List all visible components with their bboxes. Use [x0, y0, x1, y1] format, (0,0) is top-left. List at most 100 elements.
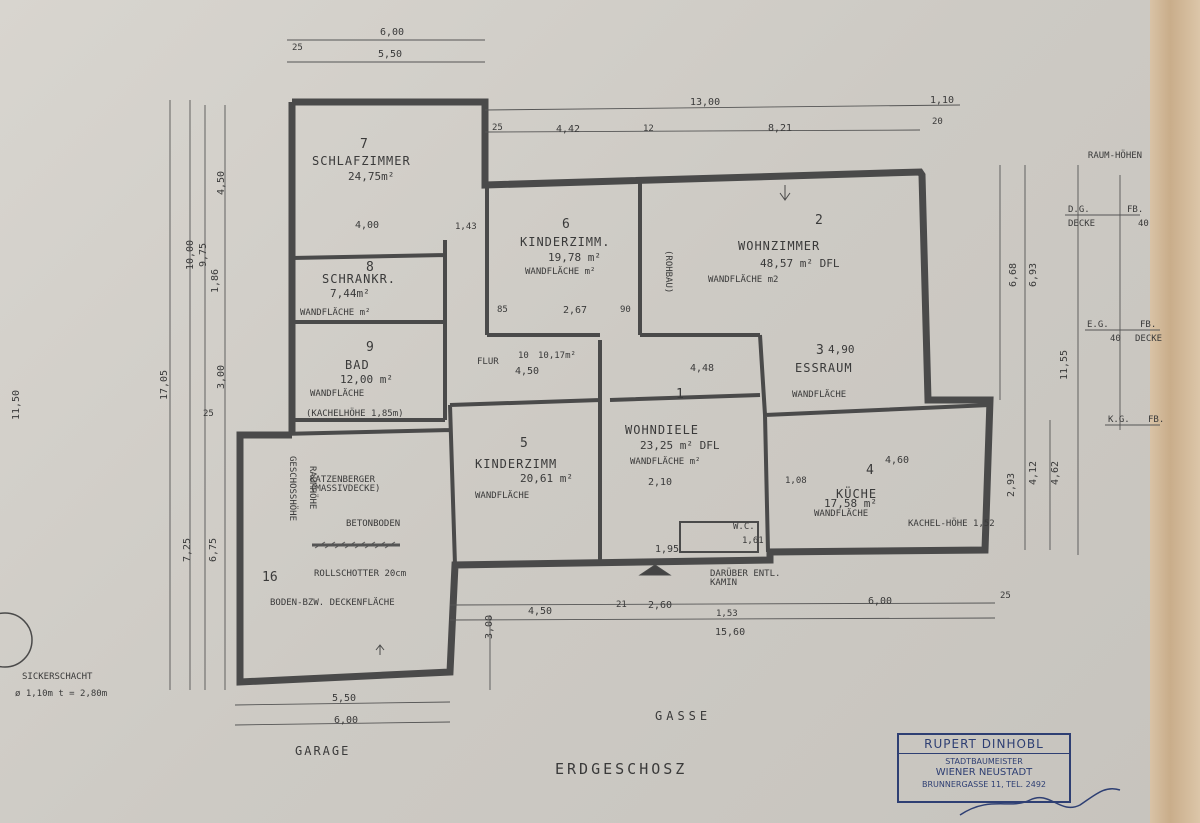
room-6-area: 19,78 m² — [548, 251, 601, 264]
room-7-area: 24,75m² — [348, 170, 395, 183]
room-9-note: WANDFLÄCHE — [310, 389, 365, 399]
room-2-area: 48,57 m² DFL — [760, 257, 840, 270]
room-8-name: SCHRANKR. — [322, 272, 397, 286]
room-3-number: 3 — [816, 343, 824, 358]
legend-kg-fb: FB. — [1148, 415, 1165, 425]
dim-top-12: 12 — [643, 124, 654, 134]
dim-right-693: 6,93 — [1028, 262, 1040, 288]
legend-eg-decke: DECKE — [1135, 334, 1163, 344]
concrete-floor-note: BETONBODEN — [346, 519, 401, 529]
arrow-down-icon — [779, 185, 791, 201]
legend-eg-fb: FB. — [1140, 320, 1157, 330]
floor-ceiling-area-note: BODEN-BZW. DECKENFLÄCHE — [270, 598, 395, 608]
dim-right-1155: 11,55 — [1059, 349, 1071, 381]
dim-top-20: 20 — [932, 117, 943, 127]
room-6-note: WANDFLÄCHE m² — [525, 267, 596, 277]
dim-left-725: 7,25 — [182, 537, 194, 563]
dim-right-462: 4,62 — [1050, 460, 1062, 486]
interior-walls — [239, 182, 991, 566]
dim-left-1150: 11,50 — [11, 389, 23, 421]
kitchen-tile-height: KACHEL-HÖHE 1,52 — [908, 519, 995, 529]
dim-right-412: 4,12 — [1028, 460, 1040, 486]
room-5-note: WANDFLÄCHE — [475, 491, 530, 501]
room-7-name: SCHLAFZIMMER — [312, 154, 411, 168]
room-3-note: WANDFLÄCHE — [792, 390, 847, 400]
sickerschacht-label: SICKERSCHACHT — [22, 672, 93, 682]
dim-left-1000: 10,00 — [185, 239, 197, 271]
cellar-ceiling-note: KATZENBERGER (MASSIVDECKE) — [310, 475, 381, 494]
legend-kg: K.G. — [1108, 415, 1130, 425]
dim-inner-85: 85 — [497, 305, 508, 315]
legend-decke: DECKE — [1068, 219, 1096, 229]
room-height-note: RAUMHÖHE — [307, 466, 317, 510]
bath-tile-height: (KACHELHÖHE 1,85m) — [306, 409, 404, 419]
dim-top-600: 6,00 — [380, 27, 405, 38]
paper-sheet — [0, 0, 1160, 823]
garage-caption: GARAGE — [295, 744, 351, 758]
street-label: GASSE — [655, 709, 712, 723]
room-6-name: KINDERZIMM. — [520, 235, 611, 249]
exterior-walls — [236, 98, 994, 686]
dim-top-821: 8,21 — [768, 123, 793, 134]
rohbau-note: (ROHBAU) — [663, 250, 673, 294]
dim-inner-400: 4,00 — [355, 220, 380, 231]
dim-left-675: 6,75 — [208, 537, 220, 563]
room-4-name: KÜCHE — [836, 487, 878, 501]
dim-top-550: 5,50 — [378, 49, 403, 60]
dim-right-668: 6,68 — [1008, 262, 1020, 288]
dim-inner-108: 1,08 — [785, 476, 807, 486]
room-3-area: 4,90 — [828, 343, 855, 356]
dim-left-450: 4,50 — [216, 170, 228, 196]
room-7-number: 7 — [360, 137, 368, 152]
dim-bottom-25: 25 — [1000, 591, 1011, 601]
dim-top-25b: 25 — [492, 123, 503, 133]
dim-bottom-300: 3,00 — [484, 614, 496, 640]
room-16-number: 16 — [262, 570, 278, 585]
dim-bottom-550: 5,50 — [332, 693, 357, 704]
architect-stamp: RUPERT DINHOBL STADTBAUMEISTER WIENER NE… — [897, 733, 1071, 803]
dim-right-293: 2,93 — [1006, 472, 1018, 498]
room-1-name: WOHNDIELE — [625, 423, 700, 437]
stamp-role: STADTBAUMEISTER — [945, 757, 1023, 766]
room-5-number: 5 — [520, 436, 528, 451]
room-8-area: 7,44m² — [330, 287, 370, 300]
dim-bottom-600: 6,00 — [868, 596, 893, 607]
room-4-number: 4 — [866, 463, 874, 478]
dim-inner-210: 2,10 — [648, 477, 673, 488]
room-8-note: WANDFLÄCHE m² — [300, 308, 371, 318]
dimension-lines — [169, 39, 1160, 726]
sickerschacht-dimensions: ø 1,10m t = 2,80m — [15, 689, 108, 699]
room-1-note: WANDFLÄCHE m² — [630, 457, 701, 467]
legend-title: RAUM-HÖHEN — [1087, 151, 1143, 161]
dim-bottom-600b: 6,00 — [334, 715, 359, 726]
dim-inner-448: 4,48 — [690, 363, 715, 374]
dim-bottom-450: 4,50 — [528, 606, 553, 617]
room-5-area: 20,61 m² — [520, 472, 573, 485]
legend-dg-40: 40 — [1138, 219, 1149, 229]
dim-top-25: 25 — [292, 43, 303, 53]
dim-bottom-260: 2,60 — [648, 600, 673, 611]
storey-height-note: GESCHOSSHÖHE — [287, 456, 297, 522]
room-2-name: WOHNZIMMER — [738, 239, 821, 253]
dim-inner-195: 1,95 — [655, 544, 680, 555]
dim-top-110: 1,10 — [930, 95, 955, 106]
room-10-area: 10,17m² — [538, 351, 576, 361]
dim-bottom-1560: 15,60 — [715, 627, 746, 638]
dim-inner-90: 90 — [620, 305, 631, 315]
legend-eg-40: 40 — [1110, 334, 1121, 344]
wc-outline — [679, 521, 759, 553]
dim-top-442: 4,42 — [556, 124, 581, 135]
dim-left-186: 1,86 — [210, 268, 222, 294]
arrow-up-icon — [375, 644, 385, 655]
room-9-number: 9 — [366, 340, 374, 355]
signature-stroke — [959, 788, 1121, 816]
dim-left-25: 25 — [203, 409, 214, 419]
room-1-area: 23,25 m² DFL — [640, 439, 720, 452]
dim-left-975: 9,75 — [198, 242, 210, 268]
room-6-number: 6 — [562, 217, 570, 232]
room-8-number: 8 — [366, 260, 374, 275]
room-9-name: BAD — [345, 358, 370, 372]
room-3-name: ESSRAUM — [795, 361, 853, 375]
dim-inner-267: 2,67 — [563, 305, 588, 316]
cellar-hatching — [312, 541, 400, 549]
